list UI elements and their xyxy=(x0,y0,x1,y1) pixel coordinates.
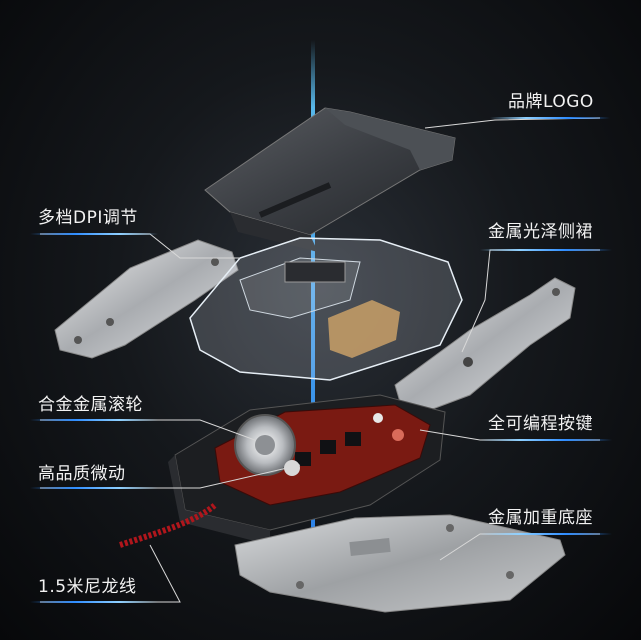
label-brand-logo: 品牌LOGO xyxy=(508,92,594,112)
label-cable: 1.5米尼龙线 xyxy=(38,577,137,597)
label-side-skirt: 金属光泽侧裙 xyxy=(488,222,593,242)
label-underline-brand-logo xyxy=(490,117,610,119)
center-axis-line xyxy=(311,40,315,600)
metal-base-plate-part xyxy=(234,514,566,613)
leader-line-brand-logo xyxy=(424,117,601,129)
label-dpi: 多档DPI调节 xyxy=(38,208,138,228)
label-underline-cable xyxy=(30,601,158,603)
label-programmable: 全可编程按键 xyxy=(488,414,593,434)
left-side-skirt-part xyxy=(54,239,239,359)
label-underline-micro-switch xyxy=(30,487,158,489)
label-underline-dpi xyxy=(30,233,158,235)
label-scroll-wheel: 合金金属滚轮 xyxy=(38,395,143,415)
label-underline-side-skirt xyxy=(480,249,612,251)
nylon-cable-part xyxy=(119,502,217,548)
base-and-pcb-part xyxy=(168,394,446,545)
label-underline-base xyxy=(480,533,612,535)
top-shell-part xyxy=(204,107,456,252)
label-micro-switch: 高品质微动 xyxy=(38,464,126,484)
transparent-shell-part xyxy=(189,237,463,381)
label-base: 金属加重底座 xyxy=(488,508,593,528)
label-underline-programmable xyxy=(480,439,612,441)
label-underline-scroll-wheel xyxy=(30,419,158,421)
